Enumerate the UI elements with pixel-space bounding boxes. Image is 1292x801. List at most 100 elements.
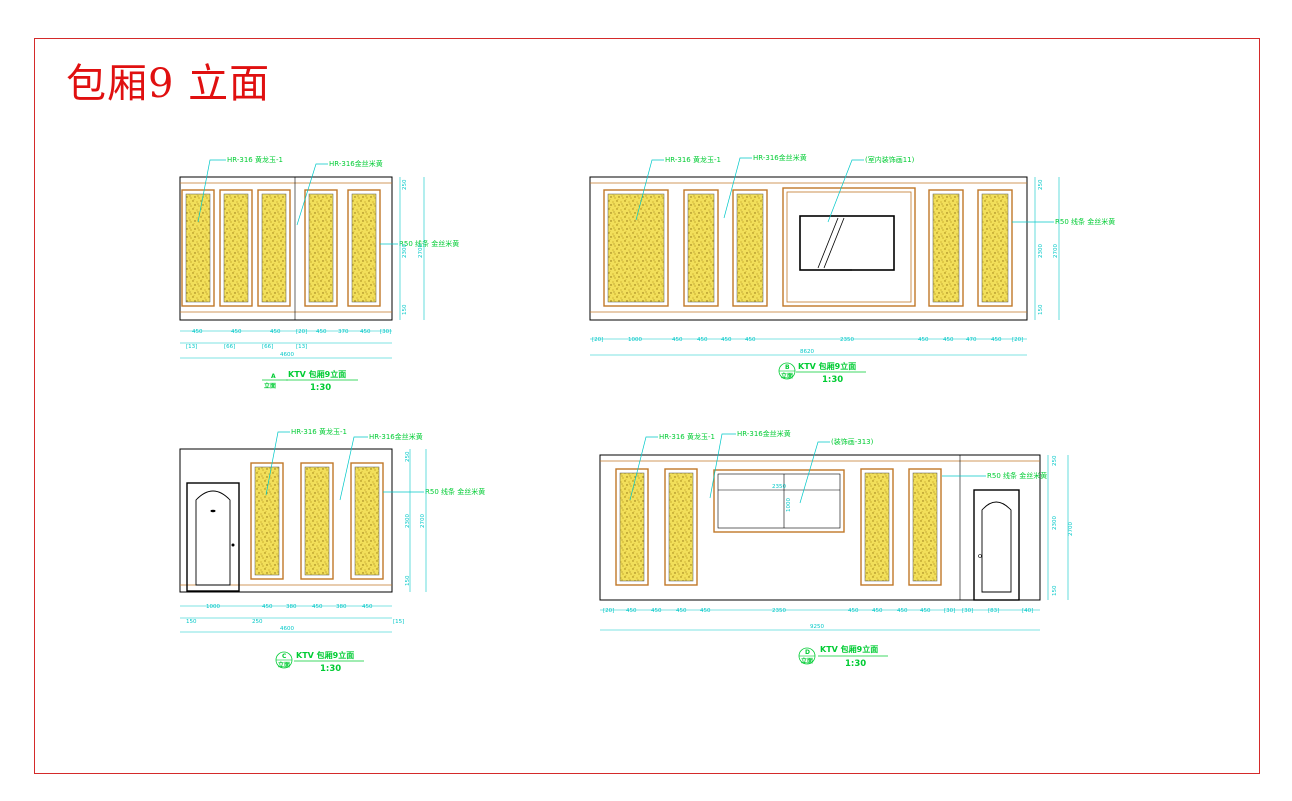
dimension-text: 450: [697, 337, 708, 343]
panel: [257, 189, 291, 307]
panel: [181, 189, 215, 307]
panel: [603, 189, 669, 307]
tv-screen: [799, 215, 895, 271]
dim-height-total: 2700: [1068, 522, 1074, 536]
dimension-text: 450: [721, 337, 732, 343]
dimension-text: 380: [286, 604, 297, 610]
dimension-text: 450: [262, 604, 273, 610]
panel: [219, 189, 253, 307]
callout-text: R50 线条 金丝米黄: [987, 471, 1047, 480]
panel: [860, 468, 894, 586]
dimension-text: 1000: [206, 604, 220, 610]
view-mark-letter: A: [271, 373, 276, 380]
elevation-b: HR-316 黄龙玉-1 HR-316金丝米黄 (室内装饰画11) R50 线条…: [589, 153, 1115, 385]
elevation-title: KTV 包厢9立面: [288, 369, 346, 379]
dimension-text: 2300: [1052, 516, 1058, 530]
dimension-text: 450: [872, 608, 883, 614]
dim-height-total: 2700: [418, 244, 424, 258]
callout-text: HR-316 黄龙玉-1: [291, 427, 347, 436]
dimension-text: 450: [897, 608, 908, 614]
dimension-text: 450: [848, 608, 859, 614]
elevation-c: HR-316 黄龙玉-1 HR-316金丝米黄 R50 线条 金丝米黄 1000…: [179, 427, 485, 674]
dimension-text: 2350: [772, 484, 786, 490]
drawing-sheet-frame: [34, 38, 1260, 774]
wall-outline: [599, 454, 1041, 601]
elevation-d: 2350 1000 HR-316 黄龙玉-1 HR-316金丝米黄 (装饰画-3…: [599, 429, 1074, 669]
dim-total: 9250: [810, 624, 824, 630]
callout-text: HR-316 黄龙玉-1: [665, 155, 721, 164]
dimension-text: 150: [402, 304, 408, 315]
dimension-text: 1000: [628, 337, 642, 343]
dimension-text: 150: [1038, 304, 1044, 315]
panel: [977, 189, 1013, 307]
dimension-text: 1000: [786, 498, 792, 512]
elevation-scale: 1:30: [822, 375, 843, 385]
callout-text: HR-316 黄龙玉-1: [227, 155, 283, 164]
dimension-text: B: [785, 364, 790, 371]
dimension-text: 2350: [840, 337, 854, 343]
elevation-scale: 1:30: [845, 659, 866, 669]
callout-text: (装饰画-313): [831, 437, 874, 446]
view-tag: 立面: [278, 661, 290, 669]
callout-text: R50 线条 金丝米黄: [1055, 217, 1115, 226]
panel: [928, 189, 964, 307]
dimension-text: [15]: [393, 619, 404, 625]
dimension-text: D: [805, 649, 810, 656]
door: [186, 482, 240, 592]
dimension-text: 2300: [402, 244, 408, 258]
dimension-text: 250: [1038, 179, 1044, 190]
dimension-text: [20]: [603, 608, 614, 614]
dimension-text: 470: [966, 337, 977, 343]
dimension-text: 450: [918, 337, 929, 343]
callout-text: R50 线条 金丝米黄: [425, 487, 485, 496]
dim-height-total: 2700: [1053, 244, 1059, 258]
dimension-text: 450: [316, 329, 327, 335]
callout-text: HR-316 黄龙玉-1: [659, 432, 715, 441]
dimension-text: 380: [336, 604, 347, 610]
elevation-title: KTV 包厢9立面: [798, 361, 856, 371]
callout-text: R50 线条 金丝米黄: [399, 239, 459, 248]
view-tag: 立面: [801, 657, 813, 665]
dimension-text: 250: [1052, 455, 1058, 466]
door-handle-icon: [231, 543, 235, 547]
view-tag: 立面: [264, 382, 276, 390]
panel: [664, 468, 698, 586]
dimension-text: 150: [1052, 585, 1058, 596]
wall-outline: [589, 176, 1028, 321]
dimension-text: 450: [943, 337, 954, 343]
door-handle-icon: [978, 554, 982, 558]
dimension-text: [30]: [380, 329, 391, 335]
wall-outline: [179, 448, 393, 593]
elevation-a: HR-316 黄龙玉-1 HR-316金丝米黄 R50 线条 金丝米黄 450 …: [179, 155, 459, 393]
elevation-title: KTV 包厢9立面: [296, 650, 354, 660]
dimension-text: [83]: [988, 608, 999, 614]
panel: [615, 468, 649, 586]
panel: [732, 189, 768, 307]
tv-frame: [782, 187, 916, 307]
dimension-text: 450: [700, 608, 711, 614]
elevation-scale: 1:30: [320, 664, 341, 674]
elevation-scale: 1:30: [310, 383, 331, 393]
panel: [347, 189, 381, 307]
dimension-text: 450: [192, 329, 203, 335]
callout-text: HR-316金丝米黄: [369, 432, 423, 441]
picture-frame: 2350 1000: [713, 469, 845, 533]
callout-text: (室内装饰画11): [865, 155, 915, 164]
dimension-text: 450: [920, 608, 931, 614]
dimension-text: [20]: [1012, 337, 1023, 343]
dimension-text: [40]: [1022, 608, 1033, 614]
sheet-title: 包厢9 立面: [66, 61, 271, 107]
dimension-text: [20]: [296, 329, 307, 335]
panel: [350, 462, 384, 580]
dimension-text: 450: [672, 337, 683, 343]
callout-text: HR-316金丝米黄: [737, 429, 791, 438]
dim-total: 8620: [800, 349, 814, 355]
dimension-text: 450: [362, 604, 373, 610]
dimension-text: 450: [270, 329, 281, 335]
dim-total: 4600: [280, 626, 294, 632]
dimension-text: 450: [651, 608, 662, 614]
dimension-text: 2350: [772, 608, 786, 614]
dimension-text: [30]: [962, 608, 973, 614]
dimension-text: [13]: [186, 344, 197, 350]
